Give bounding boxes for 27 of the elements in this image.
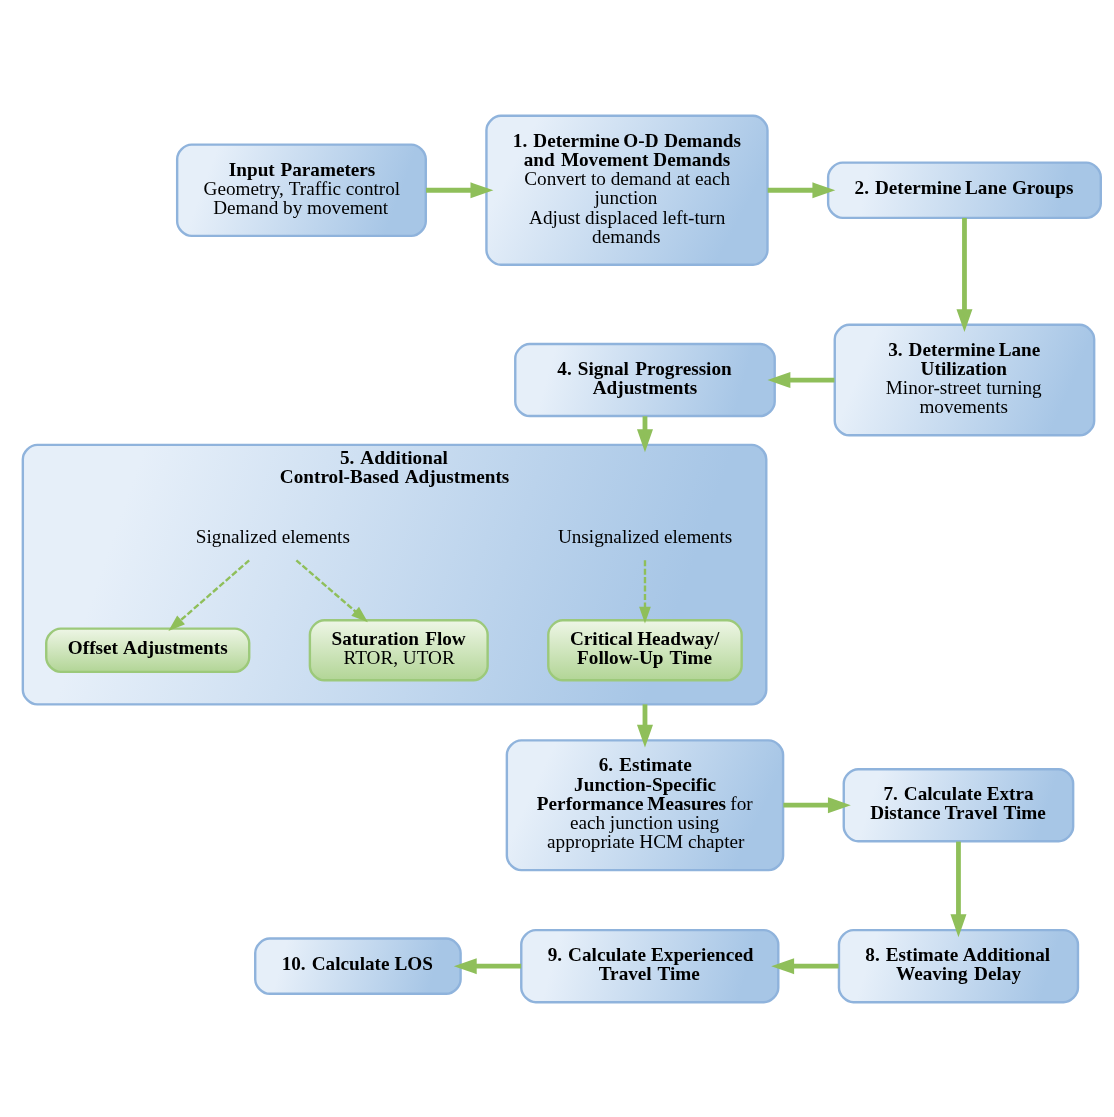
- node-box: 4. Signal Progression Adjustments: [514, 342, 776, 417]
- node-box: 7. Calculate Extra Distance Travel Time: [842, 767, 1075, 842]
- arrow: [426, 181, 494, 198]
- arrow: [636, 703, 653, 748]
- node-box: 6. Estimate Junction-Specific Performance Measures for each junction using appropriate HCM chapter: [505, 738, 785, 871]
- node-box: Input Parameters Geometry, Traffic control Demand by movement: [175, 142, 427, 237]
- node-box: Offset Adjustments: [45, 626, 251, 673]
- arrow: [767, 181, 836, 198]
- arrow: [950, 841, 967, 937]
- node-box: Saturation Flow RTOR, UTOR: [308, 618, 489, 681]
- arrow: [771, 957, 839, 974]
- arrow: [639, 559, 651, 624]
- arrow: [295, 558, 368, 622]
- arrow: [956, 217, 973, 332]
- arrow: [453, 957, 522, 974]
- arrow: [168, 558, 250, 631]
- arrow: [767, 371, 835, 388]
- node-box: 1. Determine O-D Demands and Movement Demands Convert to demand at each junction Adjust displaced left-turn demands: [485, 114, 769, 266]
- node-text: Unsignalized elements: [557, 525, 733, 547]
- arrow: [783, 796, 851, 813]
- node-box: 8. Estimate Additional Weaving Delay: [837, 928, 1080, 1003]
- node-box: 3. Determine Lane Utilization Minor-street turning movements: [833, 323, 1096, 436]
- node-box: 9. Calculate Experienced Travel Time: [520, 928, 780, 1003]
- node-text: Signalized elements: [195, 525, 350, 547]
- node-box: 10. Calculate LOS: [254, 936, 462, 995]
- node-box: 2. Determine Lane Groups: [826, 160, 1102, 219]
- node-box: Critical Headway/ Follow-Up Time: [547, 618, 743, 681]
